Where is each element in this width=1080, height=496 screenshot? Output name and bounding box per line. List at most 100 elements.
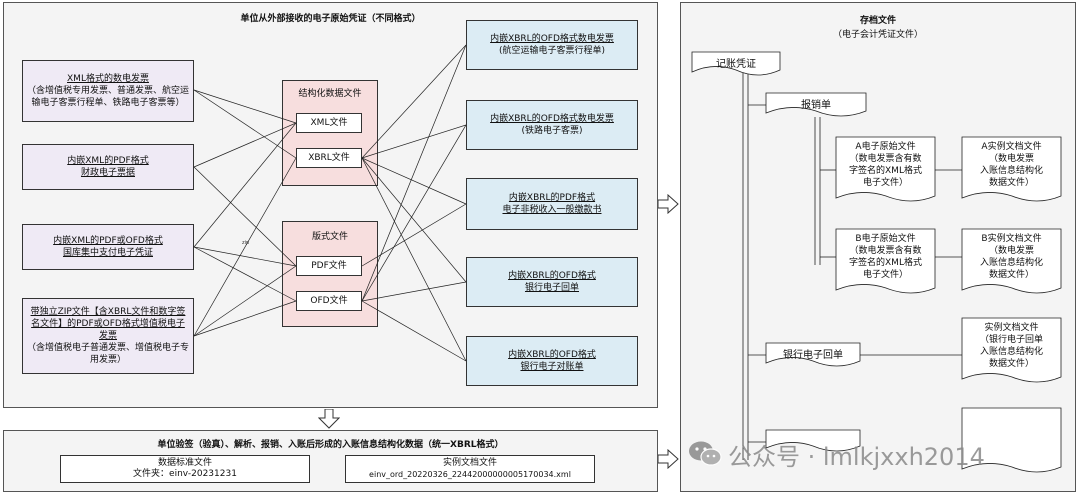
zip-label: zip bbox=[242, 240, 249, 246]
source-xml-invoice-title: XML格式的数电发票 bbox=[67, 74, 149, 84]
b-orig-line: 电子文件） bbox=[862, 270, 908, 280]
connector-line bbox=[361, 157, 467, 362]
a-inst-doc-shape bbox=[961, 136, 1062, 202]
target-ofd-bank-statement-desc: 银行电子对账单 bbox=[520, 362, 584, 372]
bank-inst-line: 数据文件） bbox=[988, 359, 1034, 369]
connector-line bbox=[361, 124, 467, 302]
source-treasury-voucher: 内嵌XML的PDF或OFD格式 国库集中支付电子凭证 bbox=[22, 224, 194, 270]
struct-data-group bbox=[282, 80, 378, 186]
connector-line bbox=[361, 44, 467, 302]
connector-line bbox=[361, 281, 467, 302]
connector-line bbox=[193, 89, 297, 124]
bank-inst-line: （银行电子回单 bbox=[979, 335, 1043, 345]
voucher-doc-shape bbox=[691, 51, 781, 76]
a-orig-line: （数电发票含有数 bbox=[849, 154, 922, 164]
connector-line bbox=[193, 246, 297, 267]
target-ofd-rail-desc: (铁路电子客票) bbox=[521, 126, 583, 136]
watermark-text: 公众号 · lmlkjxxh2014 bbox=[728, 442, 985, 471]
bank-inst-doc-shape bbox=[961, 317, 1062, 383]
b-orig-line: B电子原始文件 bbox=[855, 234, 916, 244]
b-orig-doc-shape bbox=[835, 228, 936, 294]
target-ofd-rail: 内嵌XBRL的OFD格式数电发票 (铁路电子客票) bbox=[466, 100, 638, 150]
instance-document-file: 实例文档文件 einv_ord_20220326_224420000000051… bbox=[345, 455, 595, 483]
archive-tree bbox=[691, 51, 1062, 473]
data-standard-file-folder: 文件夹：einv-20231231 bbox=[133, 469, 237, 479]
right-panel-subtitle: （电子会计凭证文件） bbox=[832, 30, 923, 40]
instance-document-file-title: 实例文档文件 bbox=[442, 458, 497, 468]
connector-line bbox=[361, 157, 467, 283]
extra-doc-shape bbox=[765, 429, 861, 452]
b-inst-text: B实例文档文件 （数电发票 入账信息结构化 数据文件） bbox=[962, 233, 1061, 281]
a-orig-doc-shape bbox=[835, 136, 936, 202]
connector-line bbox=[193, 166, 297, 267]
source-xml-invoice-desc: （含增值税专用发票、普通发票、航空运输电子客票行程单、铁路电子客票等） bbox=[27, 86, 190, 108]
a-orig-text: A电子原始文件 （数电发票含有数 字签名的XML格式 电子文件） bbox=[836, 141, 935, 189]
target-ofd-flight: 内嵌XBRL的OFD格式数电发票 (航空运输电子客票行程单) bbox=[466, 20, 638, 70]
bank-doc-shape bbox=[765, 342, 861, 367]
voucher-label: 记账凭证 bbox=[716, 59, 756, 70]
source-xml-invoice: XML格式的数电发票 （含增值税专用发票、普通发票、航空运输电子客票行程单、铁路… bbox=[22, 60, 194, 122]
right-arrow-icon bbox=[658, 194, 679, 214]
bottom-panel-title: 单位验签（验真）、解析、报销、入账后形成的入账信息结构化数据（统一XBRL格式） bbox=[157, 440, 504, 450]
source-fiscal-receipt: 内嵌XML的PDF格式 财政电子票据 bbox=[22, 144, 194, 190]
source-zip-invoice-title: 带独立ZIP文件【含XBRL文件和数字签名文件】的PDF或OFD格式增值税电子发… bbox=[30, 307, 186, 341]
b-inst-line: B实例文档文件 bbox=[981, 234, 1042, 244]
source-fiscal-receipt-title: 内嵌XML的PDF格式 bbox=[67, 156, 149, 166]
connector-line bbox=[193, 246, 297, 302]
target-ofd-bank-statement: 内嵌XBRL的OFD格式 银行电子对账单 bbox=[466, 336, 638, 386]
connector-line bbox=[193, 89, 297, 159]
connector-line bbox=[361, 44, 467, 159]
b-inst-doc-shape bbox=[961, 228, 1062, 294]
b-orig-line: （数电发票含有数 bbox=[849, 246, 922, 256]
connector-line bbox=[193, 122, 297, 168]
a-orig-line: 字签名的XML格式 bbox=[849, 166, 922, 176]
xbrl-file-box: XBRL文件 bbox=[296, 148, 362, 168]
a-inst-text: A实例文档文件 （数电发票 入账信息结构化 数据文件） bbox=[962, 141, 1061, 189]
data-standard-file: 数据标准文件 文件夹：einv-20231231 bbox=[60, 455, 310, 483]
left-panel-title: 单位从外部接收的电子原始凭证（不同格式） bbox=[240, 14, 421, 24]
source-treasury-voucher-title: 内嵌XML的PDF或OFD格式 bbox=[53, 236, 163, 246]
target-ofd-bank-receipt-desc: 银行电子回单 bbox=[524, 283, 579, 293]
a-inst-line: A实例文档文件 bbox=[981, 142, 1042, 152]
target-ofd-bank-statement-title: 内嵌XBRL的OFD格式 bbox=[508, 350, 596, 360]
connector-line bbox=[361, 300, 467, 362]
source-fiscal-receipt-desc: 财政电子票据 bbox=[80, 168, 135, 178]
connector-line bbox=[193, 157, 297, 337]
data-standard-file-title: 数据标准文件 bbox=[157, 458, 212, 468]
reimb-label: 报销单 bbox=[801, 100, 831, 111]
xml-file-box: XML文件 bbox=[296, 113, 362, 133]
a-orig-line: 电子文件） bbox=[862, 178, 908, 188]
b-inst-line: （数电发票 bbox=[988, 246, 1034, 256]
connector-line bbox=[193, 122, 297, 248]
ofd-file-box: OFD文件 bbox=[296, 291, 362, 311]
b-inst-line: 入账信息结构化 bbox=[979, 258, 1043, 268]
a-orig-line: A电子原始文件 bbox=[855, 142, 916, 152]
right-panel-title: 存档文件 bbox=[859, 16, 896, 26]
source-treasury-voucher-desc: 国库集中支付电子凭证 bbox=[62, 248, 153, 258]
bank-inst-text: 实例文档文件 （银行电子回单 入账信息结构化 数据文件） bbox=[962, 322, 1061, 370]
struct-data-group-title: 结构化数据文件 bbox=[298, 89, 362, 99]
b-orig-text: B电子原始文件 （数电发票含有数 字签名的XML格式 电子文件） bbox=[836, 233, 935, 281]
source-zip-invoice: 带独立ZIP文件【含XBRL文件和数字签名文件】的PDF或OFD格式增值税电子发… bbox=[22, 298, 194, 374]
b-inst-line: 数据文件） bbox=[988, 270, 1034, 280]
target-ofd-bank-receipt-title: 内嵌XBRL的OFD格式 bbox=[508, 271, 596, 281]
b-orig-line: 字签名的XML格式 bbox=[849, 258, 922, 268]
a-inst-line: 入账信息结构化 bbox=[979, 166, 1043, 176]
target-pdf-nontax-desc: 电子非税收入一般缴款书 bbox=[502, 205, 602, 215]
target-pdf-nontax: 内嵌XBRL的PDF格式 电子非税收入一般缴款书 bbox=[466, 178, 638, 230]
a-inst-line: （数电发票 bbox=[988, 154, 1034, 164]
down-arrow-icon bbox=[318, 409, 340, 429]
reimb-doc-shape bbox=[765, 92, 867, 117]
wechat-icon bbox=[689, 441, 722, 466]
pdf-file-box: PDF文件 bbox=[296, 256, 362, 276]
layout-file-group-title: 版式文件 bbox=[311, 232, 348, 242]
watermark: 公众号 · lmlkjxxh2014 bbox=[688, 436, 985, 472]
extra-inst-doc-shape bbox=[961, 407, 1062, 473]
left-connectors: zip bbox=[193, 44, 467, 362]
connector-line bbox=[361, 124, 467, 159]
target-ofd-rail-title: 内嵌XBRL的OFD格式数电发票 bbox=[490, 114, 614, 124]
bank-inst-line: 实例文档文件 bbox=[984, 323, 1039, 333]
connector-line bbox=[193, 300, 297, 337]
right-arrow-icon bbox=[658, 449, 679, 469]
connector-line bbox=[361, 203, 467, 267]
